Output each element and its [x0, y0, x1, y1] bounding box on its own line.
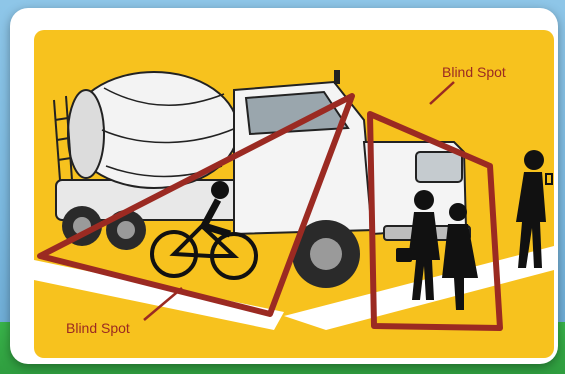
phone	[546, 174, 552, 184]
label-leader-top	[430, 82, 454, 104]
ladder	[54, 96, 72, 180]
blind-spot-label-top: Blind Spot	[442, 64, 506, 80]
headlight	[416, 152, 462, 182]
exhaust-stack	[334, 70, 340, 84]
blind-spot-label-bottom: Blind Spot	[66, 320, 130, 336]
briefcase	[396, 248, 412, 262]
blind-spot-scene: Blind Spot Blind Spot	[34, 30, 554, 358]
illustration-card: Blind Spot Blind Spot	[10, 8, 558, 364]
